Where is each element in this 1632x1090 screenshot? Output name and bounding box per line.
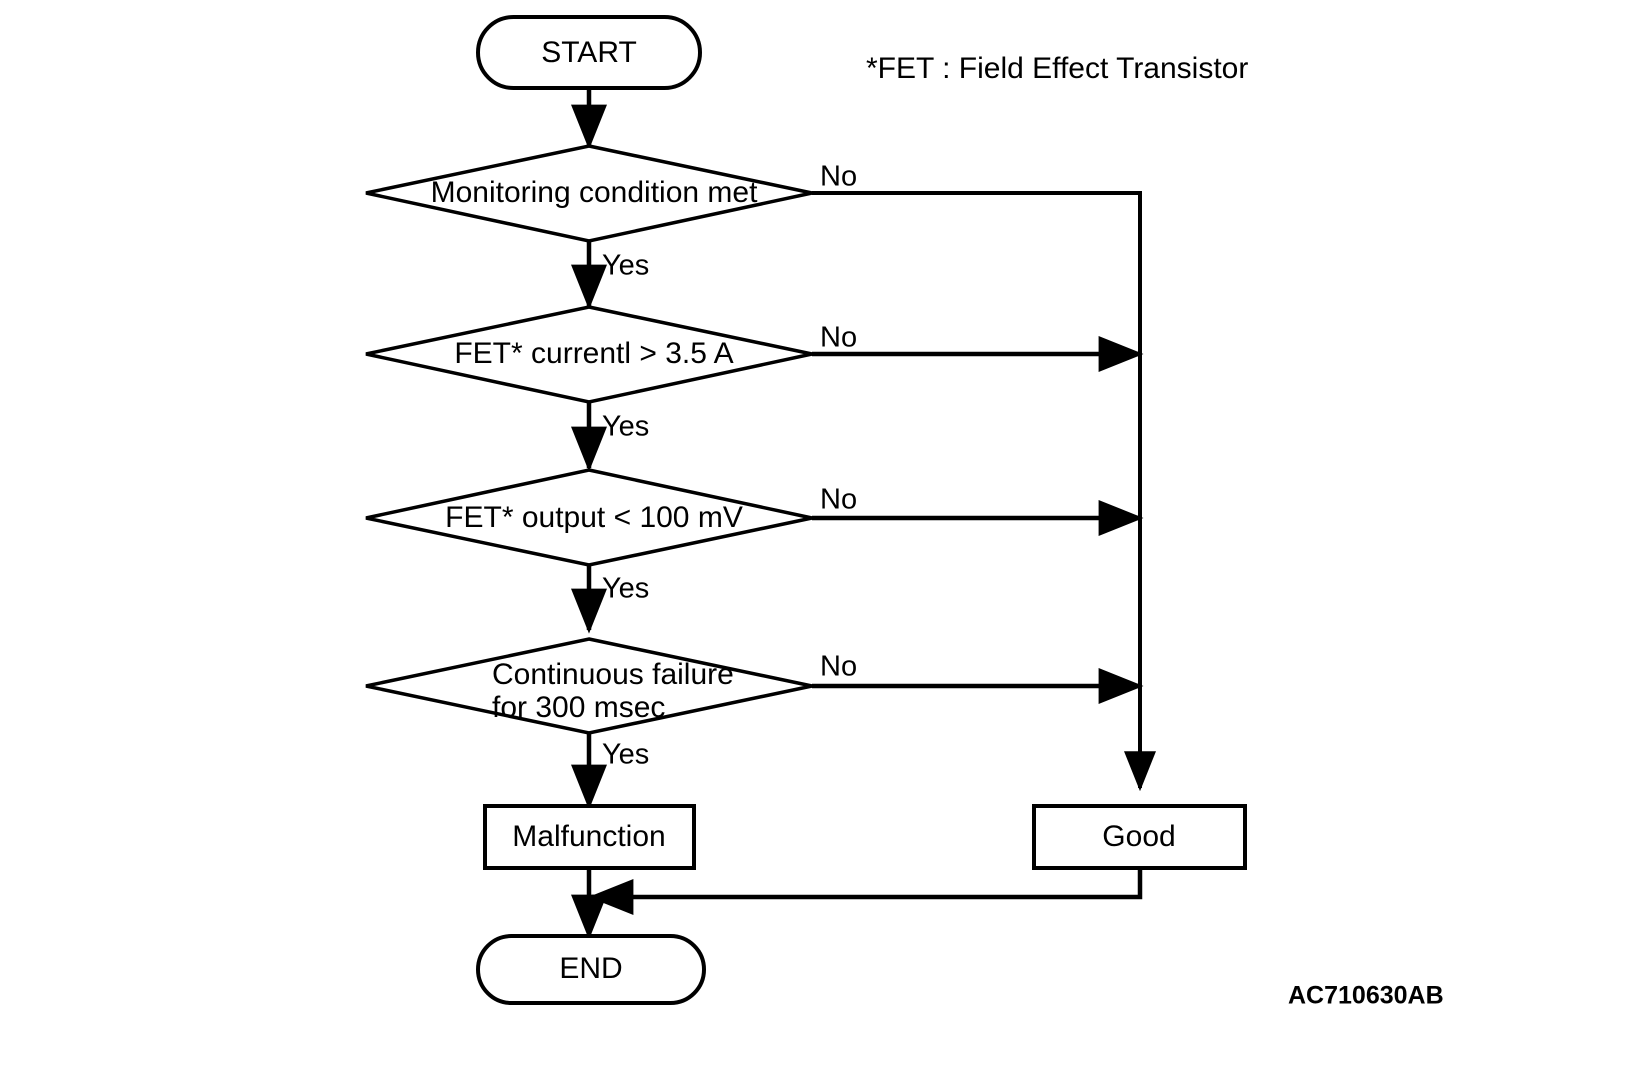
connector-good-to-end (588, 868, 1143, 915)
decision-2-label: FET* currentl > 3.5 A (454, 337, 733, 370)
node-decision-monitoring-condition[interactable]: Monitoring condition met (365, 144, 813, 243)
end-shape (476, 934, 706, 1005)
edge-label-no-4: No (820, 651, 857, 683)
decision-4-label-line-2: for 300 msec (492, 691, 665, 724)
decision-3-shape (365, 468, 813, 567)
end-label: END (559, 952, 622, 985)
edge-label-yes-2: Yes (602, 411, 649, 443)
node-good[interactable]: Good (1032, 804, 1247, 870)
start-shape (476, 15, 702, 90)
decision-1-label: Monitoring condition met (431, 176, 759, 209)
decision-2-shape (365, 305, 813, 404)
connector-decision-1-no (812, 191, 1156, 792)
edge-label-yes-4: Yes (602, 739, 649, 771)
decision-3-label: FET* output < 100 mV (445, 501, 743, 534)
edge-label-yes-3: Yes (602, 573, 649, 605)
node-end[interactable]: END (476, 934, 706, 1005)
edge-label-no-2: No (820, 322, 857, 354)
fet-footnote: *FET : Field Effect Transistor (866, 52, 1248, 85)
good-label: Good (1102, 820, 1175, 853)
decision-1-shape (365, 144, 813, 243)
malfunction-label: Malfunction (512, 820, 665, 853)
edge-label-yes-1: Yes (602, 250, 649, 282)
reference-code: AC710630AB (1288, 982, 1444, 1010)
node-malfunction[interactable]: Malfunction (483, 804, 696, 870)
node-decision-continuous-failure[interactable]: Continuous failure for 300 msec (365, 637, 813, 735)
malfunction-shape (483, 804, 696, 870)
decision-4-shape (365, 637, 813, 735)
node-start[interactable]: START (476, 15, 702, 90)
node-decision-fet-current[interactable]: FET* currentl > 3.5 A (365, 305, 813, 404)
node-decision-fet-output[interactable]: FET* output < 100 mV (365, 468, 813, 567)
start-label: START (541, 36, 637, 69)
edge-label-no-1: No (820, 161, 857, 193)
good-shape (1032, 804, 1247, 870)
edge-label-no-3: No (820, 484, 857, 516)
decision-4-label-line-1: Continuous failure (492, 658, 734, 691)
